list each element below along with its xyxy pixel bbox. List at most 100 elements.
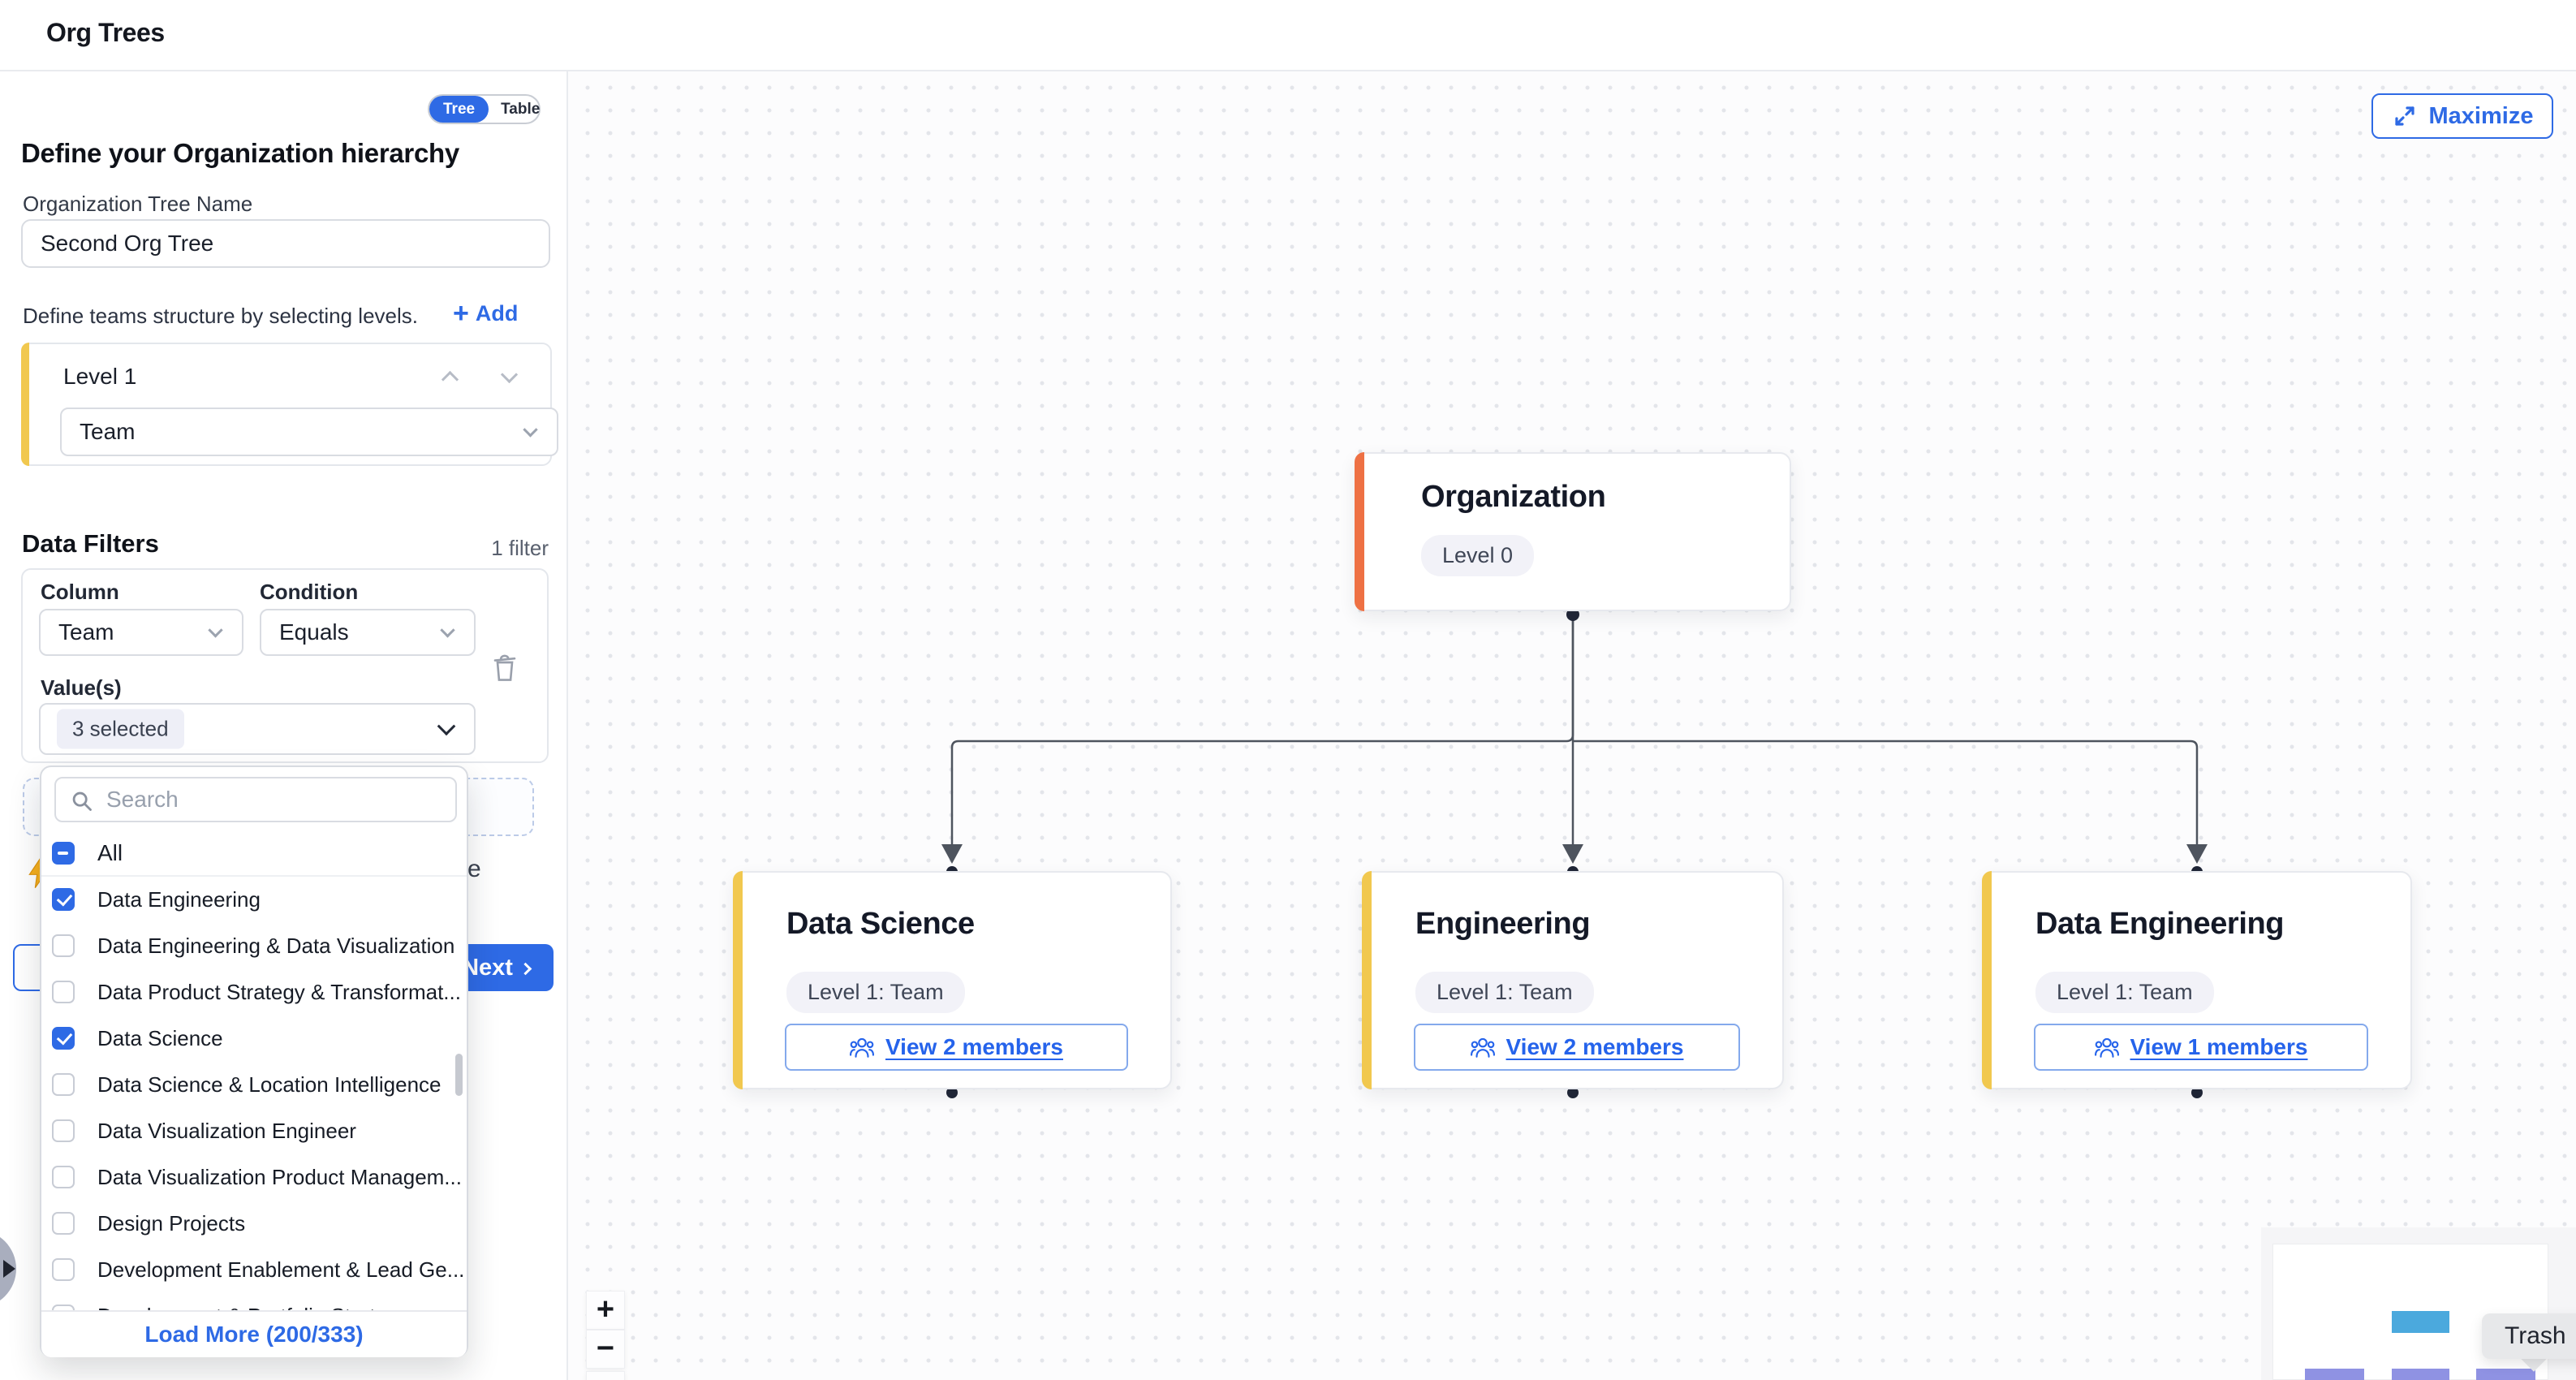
values-dropdown-panel: Search All Data Engineering Data Enginee… — [40, 765, 468, 1357]
option-label: Data Science — [97, 1026, 223, 1050]
select-all-label: All — [97, 840, 123, 865]
dropdown-option-list[interactable]: Data Engineering Data Engineering & Data… — [41, 877, 467, 1310]
toggle-table[interactable]: Table — [501, 101, 541, 118]
dropdown-scrollbar[interactable] — [455, 1054, 463, 1096]
org-chart-canvas[interactable]: Organization Level 0 Data Science Level … — [568, 71, 2576, 1380]
chevron-down-icon — [523, 422, 538, 438]
members-icon — [2094, 1037, 2119, 1058]
option-checkbox[interactable] — [52, 1119, 75, 1142]
list-item[interactable]: Data Visualization Engineer — [41, 1108, 467, 1154]
column-select[interactable]: Team — [39, 609, 243, 656]
fit-view-button[interactable] — [586, 1371, 625, 1380]
option-label: Development & Portfolio Strat... — [97, 1304, 393, 1310]
option-checkbox[interactable] — [52, 934, 75, 957]
hierarchy-heading: Define your Organization hierarchy — [21, 138, 459, 168]
option-checkbox[interactable] — [52, 888, 75, 911]
select-all-row[interactable]: All — [41, 835, 467, 875]
minimap-card — [2272, 1244, 2548, 1380]
node-title: Engineering — [1415, 907, 1591, 941]
toggle-tree[interactable]: Tree — [429, 96, 489, 123]
view-members-label: View 1 members — [2130, 1034, 2308, 1059]
option-label: Data Product Strategy & Transformat... — [97, 980, 461, 1004]
option-checkbox[interactable] — [52, 1258, 75, 1281]
level-accent-bar — [21, 343, 29, 466]
maximize-icon — [2394, 106, 2414, 126]
chevron-up-icon[interactable] — [441, 370, 459, 389]
list-item[interactable]: Data Engineering & Data Visualization — [41, 923, 467, 969]
node-title: Data Science — [786, 907, 975, 941]
level-type-value: Team — [80, 419, 136, 444]
option-label: Design Projects — [97, 1211, 246, 1236]
view-members-button[interactable]: View 1 members — [2034, 1024, 2368, 1071]
node-organization[interactable]: Organization Level 0 — [1355, 452, 1791, 611]
zoom-in-button[interactable]: + — [586, 1291, 625, 1330]
select-all-checkbox[interactable] — [52, 842, 75, 865]
hierarchy-sidebar: Tree Table Define your Organization hier… — [0, 71, 568, 1380]
list-item[interactable]: Data Science & Location Intelligence — [41, 1062, 467, 1108]
node-title: Organization — [1421, 480, 1606, 514]
list-item[interactable]: Data Product Strategy & Transformat... — [41, 969, 467, 1016]
node-accent-bar — [733, 871, 743, 1089]
search-placeholder: Search — [106, 787, 179, 812]
chevron-down-icon[interactable] — [500, 365, 519, 384]
tree-name-label: Organization Tree Name — [23, 192, 253, 216]
option-checkbox[interactable] — [52, 1073, 75, 1096]
load-more-link[interactable]: Load More (200/333) — [144, 1322, 364, 1347]
node-accent-bar — [1362, 871, 1372, 1089]
add-level-button[interactable]: + Add — [453, 297, 518, 330]
option-checkbox[interactable] — [52, 981, 75, 1003]
plus-icon: + — [453, 298, 469, 329]
list-item[interactable]: Development Enablement & Lead Ge... — [41, 1247, 467, 1293]
view-toggle: Tree Table — [428, 94, 541, 124]
option-label: Data Engineering & Data Visualization — [97, 934, 455, 958]
node-data-engineering[interactable]: Data Engineering Level 1: Team View 1 me… — [1982, 871, 2412, 1089]
view-members-button[interactable]: View 2 members — [785, 1024, 1128, 1071]
option-checkbox[interactable] — [52, 1212, 75, 1235]
option-checkbox[interactable] — [52, 1166, 75, 1188]
zoom-out-button[interactable]: − — [586, 1330, 625, 1369]
level-card: Level 1 Team — [21, 343, 558, 466]
node-accent-bar — [1355, 452, 1364, 611]
list-item[interactable]: Data Engineering — [41, 877, 467, 923]
node-level-badge: Level 1: Team — [1415, 972, 1594, 1013]
list-item[interactable]: Data Visualization Product Managem... — [41, 1154, 467, 1201]
values-multiselect[interactable]: 3 selected — [39, 703, 476, 755]
node-level-badge: Level 1: Team — [786, 972, 965, 1013]
add-level-label: Add — [475, 301, 519, 326]
node-title: Data Engineering — [2035, 907, 2285, 941]
tree-connectors — [941, 608, 2208, 1098]
level-title: Level 1 — [63, 364, 137, 389]
values-label: Value(s) — [41, 675, 122, 700]
maximize-button[interactable]: Maximize — [2371, 93, 2553, 139]
option-label: Data Engineering — [97, 887, 261, 912]
node-data-science[interactable]: Data Science Level 1: Team View 2 member… — [733, 871, 1172, 1089]
node-level-badge: Level 1: Team — [2035, 972, 2214, 1013]
list-item[interactable]: Development & Portfolio Strat... — [41, 1293, 467, 1310]
node-engineering[interactable]: Engineering Level 1: Team View 2 members — [1362, 871, 1784, 1089]
trash-tooltip-label: Trash — [2505, 1322, 2566, 1349]
trash-icon[interactable] — [492, 653, 518, 682]
levels-hint: Define teams structure by selecting leve… — [23, 304, 418, 328]
dropdown-search-input[interactable]: Search — [54, 777, 457, 822]
dropdown-footer: Load More (200/333) — [41, 1310, 467, 1357]
condition-select[interactable]: Equals — [260, 609, 476, 656]
filter-count-badge: 1 filter — [491, 536, 549, 560]
tree-name-input[interactable]: Second Org Tree — [21, 219, 550, 268]
app-header: Org Trees — [0, 0, 2576, 71]
data-filters-heading: Data Filters — [22, 529, 159, 558]
view-members-button[interactable]: View 2 members — [1414, 1024, 1740, 1071]
maximize-label: Maximize — [2428, 102, 2534, 129]
trash-tooltip: Trash — [2482, 1313, 2576, 1359]
view-members-label: View 2 members — [885, 1034, 1063, 1059]
list-item[interactable]: Design Projects — [41, 1201, 467, 1247]
column-label: Column — [41, 580, 119, 604]
minimap-child-node — [2476, 1369, 2535, 1380]
option-checkbox[interactable] — [52, 1027, 75, 1050]
option-checkbox[interactable] — [52, 1305, 75, 1310]
level-type-select[interactable]: Team — [60, 408, 558, 456]
chevron-down-icon — [440, 623, 455, 638]
chevron-down-icon — [437, 717, 456, 736]
list-item[interactable]: Data Science — [41, 1016, 467, 1062]
minimap[interactable] — [2261, 1227, 2576, 1380]
